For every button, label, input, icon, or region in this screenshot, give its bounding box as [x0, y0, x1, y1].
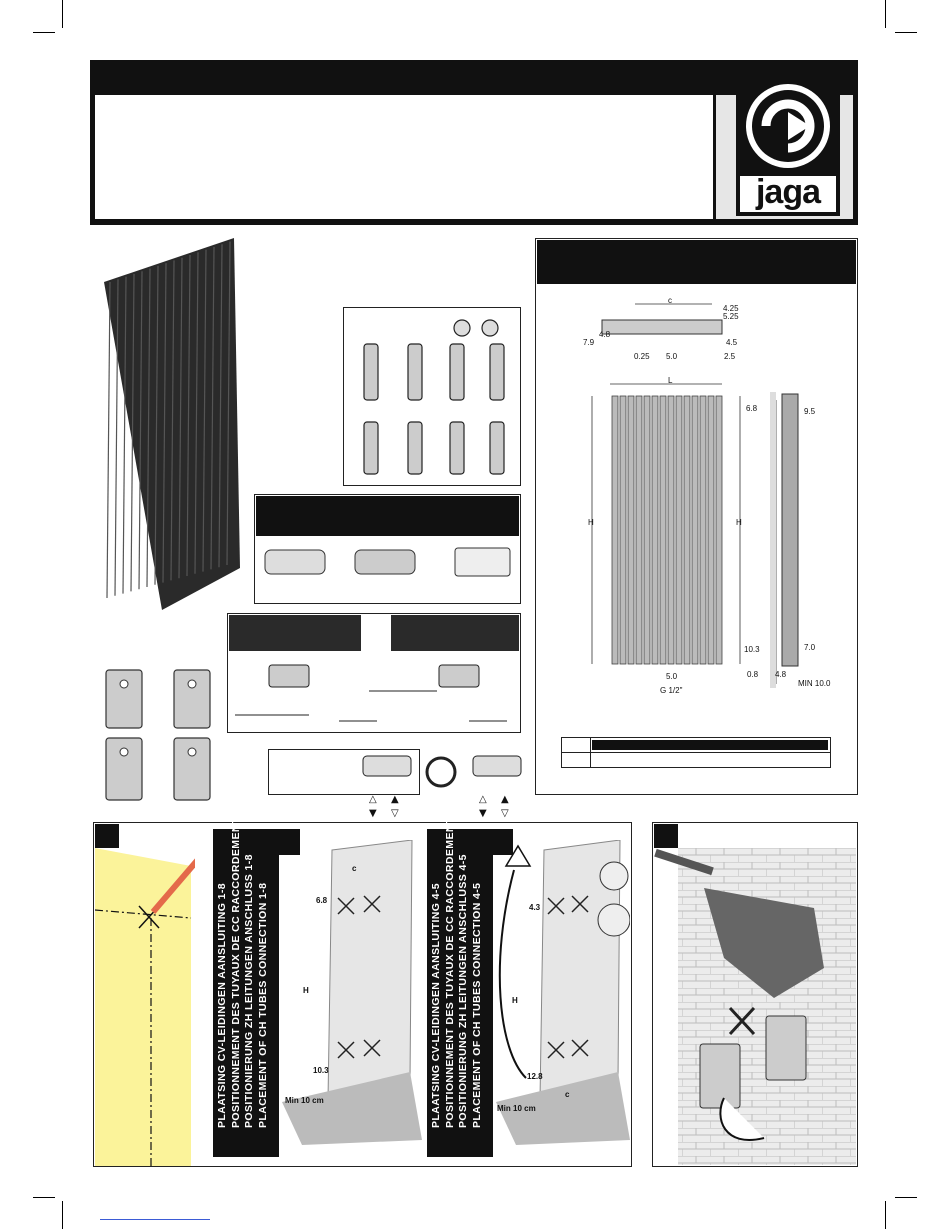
- dim-min-10.0: MIN 10.0: [798, 679, 831, 688]
- crop-mark: [33, 32, 55, 33]
- step2-min: Min 10 cm: [497, 1104, 536, 1113]
- step1-dim-H: H: [303, 986, 309, 995]
- step2-title-line: PLAATSING CV-LEIDINGEN AANSLUITING 4-5: [430, 882, 442, 1128]
- crop-mark: [885, 0, 886, 28]
- step2-dim-4.3: 4.3: [529, 903, 541, 912]
- step1-diagram: [282, 840, 422, 1145]
- step1-title-tab: [213, 829, 300, 855]
- dim-0.8: 0.8: [747, 670, 759, 679]
- svg-text:▼: ▼: [479, 808, 487, 818]
- crop-mark: [885, 1201, 886, 1229]
- header-white-panel: [95, 95, 713, 219]
- svg-text:▲: ▲: [501, 794, 509, 805]
- dim-L: L: [668, 376, 673, 385]
- svg-text:▲: ▲: [391, 794, 399, 805]
- crop-mark: [895, 32, 917, 33]
- step2-dim-c: c: [565, 1090, 570, 1099]
- dim-g12: G 1/2": [660, 686, 683, 695]
- wall-brackets: [105, 669, 211, 801]
- dimension-panel-header: [537, 240, 856, 284]
- dimension-drawing: [591, 303, 799, 688]
- dim-10.3: 10.3: [744, 645, 760, 654]
- bottom-link-underline: [100, 1219, 210, 1220]
- wall-marking: [95, 848, 195, 1166]
- step1-title-bar: [213, 829, 279, 1157]
- svg-text:▽: ▽: [501, 808, 509, 818]
- connection-detail: [229, 615, 519, 722]
- step1-dim-10.3: 10.3: [313, 1066, 329, 1075]
- step-number-badge: [654, 824, 678, 848]
- svg-text:▼: ▼: [369, 808, 377, 818]
- thermostatic-heads: [264, 547, 511, 577]
- dim-4.5: 4.5: [726, 338, 738, 347]
- dimension-table: [561, 737, 831, 768]
- dimension-table-divider: [590, 738, 591, 767]
- step2-title-tab: [427, 829, 513, 855]
- dim-9.5: 9.5: [804, 407, 816, 416]
- dimension-table-header-row: [562, 738, 830, 753]
- bolts-and-plugs: [363, 319, 505, 475]
- crop-mark: [62, 0, 63, 28]
- svg-text:△: △: [369, 794, 377, 805]
- valve-options-header: [256, 496, 519, 536]
- dim-2.5: 2.5: [724, 352, 736, 361]
- dim-4.8-bottom: 4.8: [775, 670, 787, 679]
- step2-diagram: [496, 840, 630, 1145]
- valve-swap-diagram: △ ▲ ▼ ▽ △ ▲ ▼ ▽: [362, 755, 522, 818]
- crop-mark: [62, 1201, 63, 1229]
- step1-title-line: POSITIONIERUNG ZH LEITUNGEN ANSCHLUSS 1-…: [243, 854, 255, 1128]
- dimension-table-header-bar: [592, 740, 828, 750]
- dim-c: c: [668, 296, 672, 305]
- dim-H-right: H: [736, 518, 742, 527]
- svg-text:△: △: [479, 794, 487, 805]
- radiator-perspective: [104, 238, 240, 610]
- step2-title-line: POSITIONIERUNG ZH LEITUNGEN ANSCHLUSS 4-…: [457, 854, 469, 1128]
- step2-title-bar: [427, 829, 493, 1157]
- step2-title-line: PLACEMENT OF CH TUBES CONNECTION 4-5: [470, 882, 483, 1128]
- dim-7.9: 7.9: [583, 338, 595, 347]
- step2-title: PLAATSING CV-LEIDINGEN AANSLUITING 4-5 P…: [430, 798, 484, 1128]
- dim-4.8: 4.8: [599, 330, 611, 339]
- dim-5.0: 5.0: [666, 352, 678, 361]
- dim-7.0: 7.0: [804, 643, 816, 652]
- step1-dim-c: c: [352, 864, 357, 873]
- step2-title-line: POSITIONNEMENT DES TUYAUX DE CC RACCORDE…: [443, 797, 456, 1128]
- step1-title-line: PLAATSING CV-LEIDINGEN AANSLUITING 1-8: [216, 882, 228, 1128]
- brand-name: jaga: [755, 173, 821, 211]
- crop-mark: [895, 1197, 917, 1198]
- jaga-logo: [736, 72, 840, 216]
- dim-6.8: 6.8: [746, 404, 758, 413]
- dim-0.25: 0.25: [634, 352, 650, 361]
- step-number-badge: [95, 824, 119, 848]
- dim-H-left: H: [588, 518, 594, 527]
- step1-min: Min 10 cm: [285, 1096, 324, 1105]
- dim-4.25: 4.25: [723, 304, 739, 313]
- step1-dim-6.8: 6.8: [316, 896, 328, 905]
- dim-5.25: 5.25: [723, 312, 739, 321]
- step1-title-line: POSITIONNEMENT DES TUYAUX DE CC RACCORDE…: [229, 797, 242, 1128]
- step1-title: PLAATSING CV-LEIDINGEN AANSLUITING 1-8 P…: [216, 798, 270, 1128]
- svg-text:▽: ▽: [391, 808, 399, 818]
- brick-wall-drilling: [654, 848, 856, 1165]
- crop-mark: [33, 1197, 55, 1198]
- step2-dim-H: H: [512, 996, 518, 1005]
- dim-5.0-bottom: 5.0: [666, 672, 678, 681]
- step1-title-line: PLACEMENT OF CH TUBES CONNECTION 1-8: [256, 882, 269, 1128]
- step2-dim-12.8: 12.8: [527, 1072, 543, 1081]
